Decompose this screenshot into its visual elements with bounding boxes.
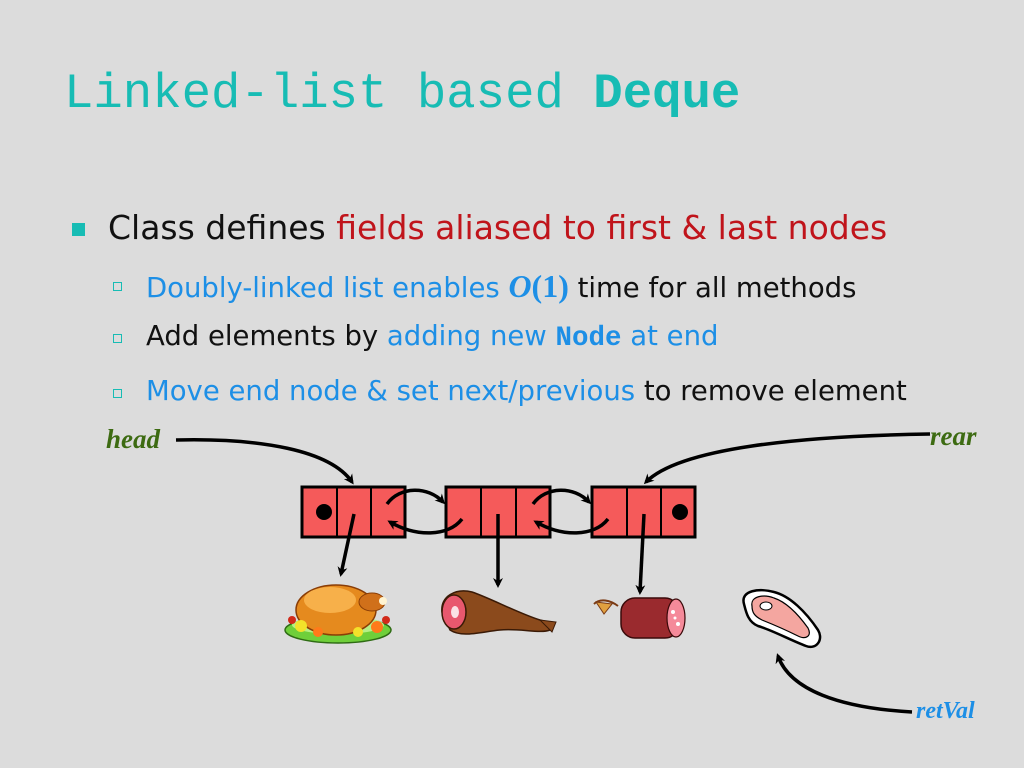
bullet-marker-square [72, 223, 85, 236]
sub-bullet-3-highlight: Move end node & set next/previous [146, 375, 636, 407]
steak-icon [742, 588, 822, 649]
sub-bullet-2-highlight-end: at end [621, 320, 719, 352]
sub-bullet-marker [113, 389, 122, 398]
bullet-main-text: Class defines [108, 208, 337, 247]
sub-bullet-2-text: Add elements by [146, 320, 387, 352]
sub-bullet-3-text: to remove element [635, 375, 907, 407]
big-o-letter: O [508, 268, 532, 304]
head-label: head [106, 424, 160, 454]
rear-arrow [643, 432, 931, 485]
ham-icon [441, 590, 557, 635]
sausage-icon [593, 597, 686, 639]
big-o-notation: O(1) [508, 268, 568, 304]
sub-bullet-1-highlight: Doubly-linked list enables [146, 272, 509, 304]
sub-bullet-marker [113, 334, 122, 343]
bullet-main: Class defines fields aliased to first & … [108, 208, 887, 247]
link-arrows-2-3 [531, 488, 610, 535]
bullet-main-highlight: fields aliased to first & last nodes [336, 208, 888, 247]
sub-bullet-marker [113, 282, 122, 291]
turkey-icon [284, 584, 392, 644]
sub-bullet-2: Add elements by adding new Node at end [146, 320, 718, 354]
rear-label: rear [930, 421, 977, 451]
slide-title: Linked-list based Deque [64, 66, 740, 122]
link-arrows-1-2 [385, 488, 464, 535]
head-arrow [175, 438, 354, 485]
sub-bullet-2-highlight: adding new [386, 320, 556, 352]
title-text: Linked-list based [64, 66, 594, 122]
null-pointer-dot [672, 504, 688, 520]
title-code: Deque [593, 66, 741, 122]
element-pointer-1 [337, 513, 356, 577]
null-pointer-dot [316, 504, 332, 520]
sub-bullet-3: Move end node & set next/previous to rem… [146, 375, 907, 407]
sub-bullet-2-code: Node [555, 323, 622, 354]
sub-bullet-1-text: time for all methods [568, 272, 857, 304]
sub-bullet-1: Doubly-linked list enables O(1) time for… [146, 268, 856, 305]
element-pointer-3 [635, 513, 646, 595]
big-o-arg: (1) [531, 268, 569, 304]
retval-label: retVal [916, 698, 975, 724]
list-node-1 [300, 485, 407, 539]
retval-arrow [775, 653, 913, 714]
